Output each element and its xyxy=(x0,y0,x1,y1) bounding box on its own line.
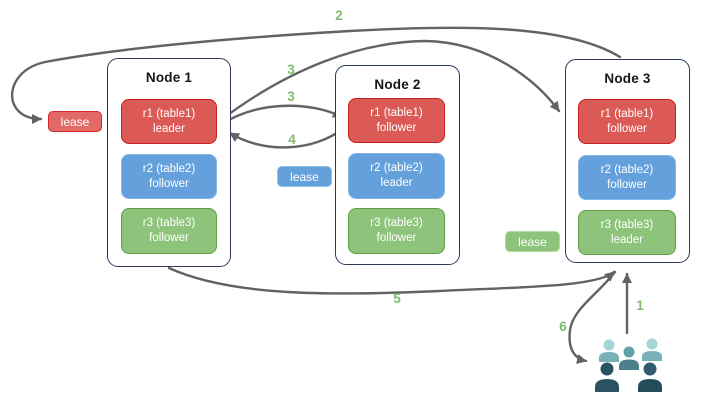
arrow-step4-node2-to-node1 xyxy=(228,126,346,149)
node-2-title: Node 2 xyxy=(374,77,421,92)
replica-name: r1 (table1) xyxy=(370,106,423,119)
step-label-3a: 3 xyxy=(287,62,295,77)
lease-badge-table2: lease xyxy=(277,166,332,187)
replica-role: leader xyxy=(611,233,643,246)
lease-badge-table3: lease xyxy=(505,231,560,252)
replica-role: follower xyxy=(149,232,189,244)
replica-name: r2 (table2) xyxy=(600,163,654,176)
replica-role: leader xyxy=(153,122,185,135)
replica-name: r2 (table2) xyxy=(142,162,196,175)
step-label-1: 1 xyxy=(636,298,644,313)
replica-r2-node3: r2 (table2) follower xyxy=(578,155,676,200)
step-label-3b: 3 xyxy=(287,89,295,104)
replica-r1-node1: r1 (table1) leader xyxy=(121,99,217,144)
replica-name: r1 (table1) xyxy=(600,107,654,120)
lease-badge-table1: lease xyxy=(48,111,102,132)
step-label-6: 6 xyxy=(559,319,567,334)
replica-role: leader xyxy=(380,177,413,189)
node-1-title: Node 1 xyxy=(145,70,193,85)
replica-role: follower xyxy=(376,232,417,244)
replica-r3-node2: r3 (table3) follower xyxy=(348,208,445,254)
replica-name: r3 (table3) xyxy=(370,217,423,230)
replica-name: r1 (table1) xyxy=(142,107,196,120)
replica-role: follower xyxy=(376,121,417,134)
step-label-4: 4 xyxy=(288,132,296,147)
replica-r3-node3: r3 (table3) leader xyxy=(578,210,676,255)
replica-role: follower xyxy=(149,177,189,190)
users-icon xyxy=(595,338,662,392)
replica-r3-node1: r3 (table3) follower xyxy=(121,208,217,254)
node-3-title: Node 3 xyxy=(604,71,651,86)
replica-name: r2 (table2) xyxy=(370,162,423,175)
replica-r1-node2: r1 (table1) follower xyxy=(348,98,445,143)
replica-name: r3 (table3) xyxy=(600,218,654,231)
step-label-5: 5 xyxy=(393,291,401,306)
replica-r2-node1: r2 (table2) follower xyxy=(121,154,217,199)
arrow-step5-node1-to-node3 xyxy=(167,266,616,295)
replica-role: follower xyxy=(607,178,647,191)
replica-r1-node3: r1 (table1) follower xyxy=(578,99,676,144)
replica-name: r3 (table3) xyxy=(142,217,196,230)
replica-r2-node2: r2 (table2) leader xyxy=(348,153,445,199)
arrow-step6-node3-to-users xyxy=(568,270,617,364)
arrow-step3-node1-to-node3 xyxy=(219,39,561,122)
replica-role: follower xyxy=(607,122,647,135)
step-label-2: 2 xyxy=(335,8,343,23)
arrow-step3-node1-to-node2 xyxy=(220,104,344,126)
arrow-step2-node3-to-lease1 xyxy=(10,26,622,124)
